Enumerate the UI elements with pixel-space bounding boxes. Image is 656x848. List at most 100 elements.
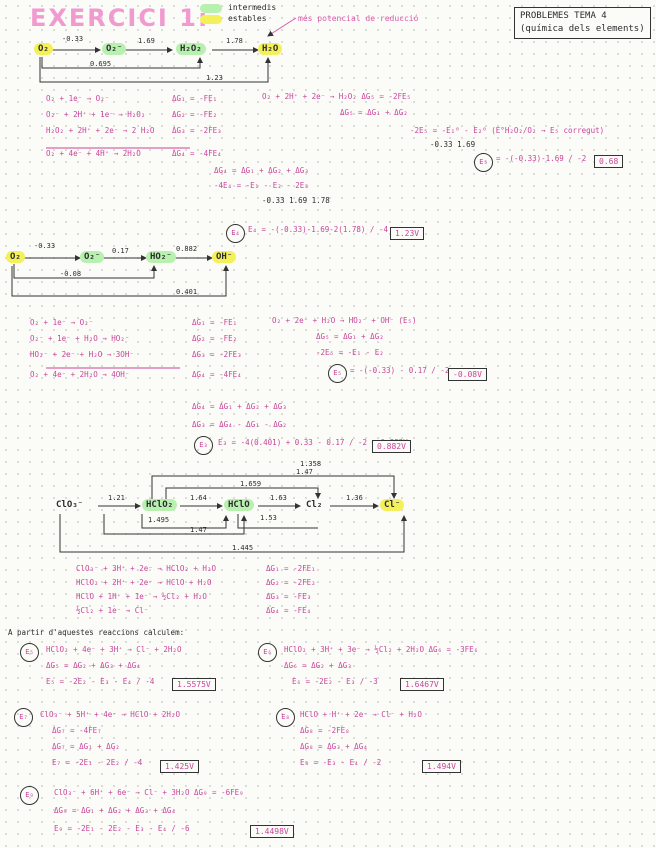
- s1-eq1: O₂ + 1e⁻ → O₂⁻: [46, 94, 110, 103]
- calc-e8-answer: 1.494V: [422, 760, 461, 773]
- s2-eq1: O₂ + 1e⁻ → O₂⁻: [30, 318, 94, 327]
- calc-e7-line: ClO₃⁻ + 5H⁺ + 4e⁻ → HClO + 2H₂O: [40, 710, 180, 719]
- d1-val-23: 1.69: [138, 37, 155, 45]
- d2-val-34: 0.882: [176, 245, 198, 253]
- s1-e5-expr: = -(-0.33)-1.69 / -2: [496, 154, 587, 163]
- d2-val-23: 0.17: [112, 247, 129, 255]
- d2-val-14b: 0.401: [176, 288, 198, 296]
- s2-e5-circle: E₅: [328, 364, 347, 383]
- d3-val-bot4: 1.47: [190, 526, 207, 534]
- calc-e9-circle: E₉: [20, 786, 39, 805]
- s1-mid1: ΔG₄ = ΔG₁ + ΔG₂ + ΔG₃: [214, 166, 309, 175]
- calc-e6-answer: 1.6467V: [400, 678, 444, 691]
- d3-val-bot2: 1.53: [260, 514, 277, 522]
- calc-e8-a: ΔG₈ = -2FE₈: [300, 726, 350, 735]
- s2-e5-expr: = -(-0.33) - 0.17 / -2: [350, 366, 450, 375]
- d3-val-45: 1.36: [346, 494, 363, 502]
- s3-intro: A partir d'aquestes reaccions calculem:: [8, 628, 185, 637]
- calc-e8-line: HClO + H⁺ + 2e⁻ → Cl⁻ + H₂O: [300, 710, 422, 719]
- d1-node-o2: O₂: [34, 43, 53, 55]
- s2-dg1: ΔG₁ = -FE₁: [192, 318, 238, 327]
- calc-e8-c: E₈ = -E₃ - E₄ / -2: [300, 758, 382, 767]
- s1-dg2: ΔG₂ = -FE₂: [172, 110, 218, 119]
- page-title: EXERCICI 1:: [30, 4, 210, 32]
- s3-eq2: HClO₂ + 2H⁺ + 2e⁻ → HClO + H₂O: [76, 578, 212, 587]
- calc-e7-circle: E₇: [14, 708, 33, 727]
- d2-node-oh-minus: OH⁻: [212, 251, 237, 263]
- s3-dg1: ΔG₁ = -2FE₁: [266, 564, 316, 573]
- s1-e5-circle: E₅: [474, 153, 493, 172]
- s1-eq3: H₂O₂ + 2H⁺ + 2e⁻ → 2 H₂O: [46, 126, 155, 135]
- d3-val-top1: 1.47: [296, 468, 313, 476]
- s3-eq1: ClO₃⁻ + 3H⁺ + 2e⁻ → HClO₂ + H₂O: [76, 564, 216, 573]
- s3-eq4: ½Cl₂ + 1e⁻ → Cl⁻: [76, 606, 149, 615]
- s2-mid1: ΔG₄ = ΔG₁ + ΔG₂ + ΔG₃: [192, 402, 287, 411]
- s2-dg2: ΔG₂ = -FE₂: [192, 334, 238, 343]
- reduction-note: més potencial de reducció: [298, 14, 419, 23]
- calc-e7-a: ΔG₇ = -4FE₇: [52, 726, 102, 735]
- d3-val-bot5: 1.445: [232, 544, 254, 552]
- d1-val-12: -0.33: [62, 35, 84, 43]
- s1-e4-answer: 1.23V: [390, 227, 425, 240]
- s2-e5-answer: -0.08V: [448, 368, 487, 381]
- s2-eq2: O₂⁻ + 1e⁻ + H₂O → HO₂⁻: [30, 334, 130, 343]
- legend-swatch-stable: [200, 15, 222, 24]
- d1-val-14b: 1.23: [206, 74, 223, 82]
- calc-e6-circle: E₆: [258, 643, 277, 662]
- d1-val-34: 1.78: [226, 37, 243, 45]
- d1-node-h2o: H₂O: [258, 43, 283, 55]
- calc-e6-line: HClO₂ + 3H⁺ + 3e⁻ → ½Cl₂ + 2H₂O ΔG₆ = -3…: [284, 645, 479, 654]
- s1-e4-expr: E₄ = -(-0.33)-1.69-2(1.78) / -4: [248, 225, 388, 234]
- d2-val-12: -0.33: [34, 242, 56, 250]
- d2-val-14: -0.08: [60, 270, 82, 278]
- topic-box: PROBLEMES TEMA 4 (química dels elements): [514, 7, 651, 39]
- s1-right4: -0.33 1.69: [430, 140, 476, 149]
- d1-val-14: 0.695: [90, 60, 112, 68]
- s2-right3: -2E₅ = -E₁ - E₂: [316, 348, 384, 357]
- s1-dg1: ΔG₁ = -FE₁: [172, 94, 218, 103]
- topic-box-line2: (química dels elements): [520, 24, 645, 34]
- calc-e9-answer: 1.4498V: [250, 825, 294, 838]
- s1-e4-circle: E₄: [226, 224, 245, 243]
- calc-e9-a: ΔG₉ = ΔG₁ + ΔG₂ + ΔG₃ + ΔG₄: [54, 806, 176, 815]
- s2-mid2: ΔG₃ = ΔG₄ - ΔG₁ - ΔG₂: [192, 420, 287, 429]
- d2-node-o2-minus: O₂⁻: [80, 251, 105, 263]
- d3-val-12: 1.21: [108, 494, 125, 502]
- calc-e5-a: ΔG₅ = ΔG₂ + ΔG₃ + ΔG₄: [46, 661, 141, 670]
- calc-e7-b: ΔG₇ = ΔG₁ + ΔG₂: [52, 742, 120, 751]
- s2-mid3: E₃ = -4(0.401) + 0.33 - 0.17 / -2 = 0.88…: [218, 438, 408, 447]
- calc-e7-c: E₇ = -2E₁ - 2E₂ / -4: [52, 758, 143, 767]
- d3-val-23: 1.64: [190, 494, 207, 502]
- s2-eq4: O₂ + 4e⁻ + 2H₂O → 4OH⁻: [30, 370, 130, 379]
- s3-eq3: HClO + 1H⁺ + 1e⁻ → ½Cl₂ + H₂O: [76, 592, 207, 601]
- s3-dg3: ΔG₃ = -FE₃: [266, 592, 312, 601]
- s1-eq4: O₂ + 4e⁻ + 4H⁺ → 2H₂O: [46, 149, 141, 158]
- calc-e6-a: ΔG₆ = ΔG₂ + ΔG₃: [284, 661, 352, 670]
- s1-right2: ΔG₅ = ΔG₁ + ΔG₂: [340, 108, 408, 117]
- s2-right1: O₂ + 2e⁻ + H₂O → HO₂⁻ + OH⁻ (E₅): [272, 316, 417, 325]
- d1-node-o2-minus: O₂⁻: [102, 43, 127, 55]
- s2-right2: ΔG₅ = ΔG₁ + ΔG₂: [316, 332, 384, 341]
- s2-e3-answer: 0.882V: [372, 440, 411, 453]
- legend-label-intermediate: intermedis: [228, 3, 277, 12]
- d3-node-cl2: Cl₂: [306, 500, 323, 510]
- s1-right1: O₂ + 2H⁺ + 2e⁻ → H₂O₂ ΔG₅ = -2FE₅: [262, 92, 412, 101]
- d3-node-hclo2: HClO₂: [142, 499, 178, 511]
- s1-e5-answer: 0.68: [594, 155, 624, 168]
- s3-dg2: ΔG₂ = -2FE₂: [266, 578, 316, 587]
- d2-node-ho2-minus: HO₂⁻: [146, 251, 176, 263]
- calc-e5-circle: E₅: [20, 643, 39, 662]
- calc-e6-b: E₆ = -2E₂ - E₃ / -3: [292, 677, 378, 686]
- s1-mid3: -0.33 1.69 1.78: [262, 196, 330, 205]
- s1-dg3: ΔG₃ = -2FE₃: [172, 126, 222, 135]
- s2-dg4: ΔG₄ = -4FE₄: [192, 370, 242, 379]
- calc-e9-b: E₉ = -2E₁ - 2E₂ - E₃ - E₄ / -6: [54, 824, 190, 833]
- s1-dg4: ΔG₄ = -4FE₄: [172, 149, 222, 158]
- d3-node-cl-minus: Cl⁻: [380, 499, 405, 511]
- s1-eq2: O₂⁻ + 2H⁺ + 1e⁻ → H₂O₂: [46, 110, 146, 119]
- d3-node-hclo: HClO: [224, 499, 254, 511]
- d3-val-top2: 1.358: [300, 460, 322, 468]
- s2-eq3: HO₂⁻ + 2e⁻ + H₂O → 3OH⁻: [30, 350, 134, 359]
- s1-mid2: -4E₄ = -E₁ - E₂ - 2E₃: [214, 181, 309, 190]
